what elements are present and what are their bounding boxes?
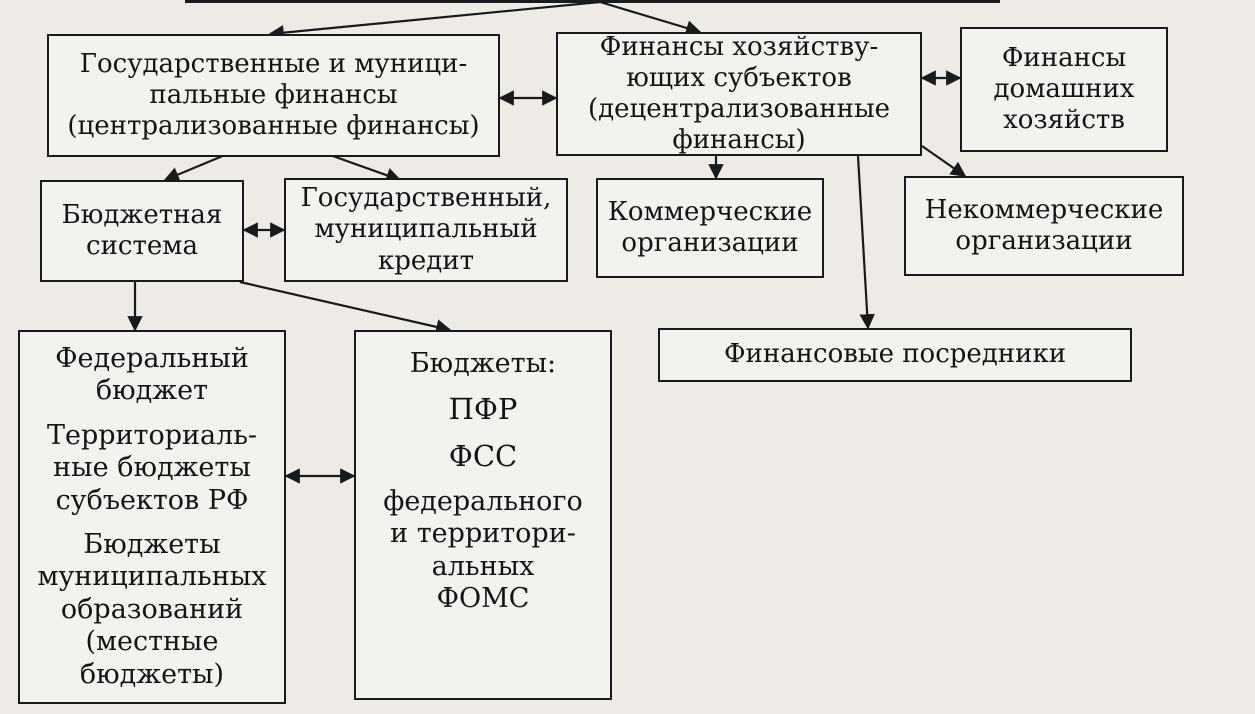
municipal-budget-line-1: Бюджеты [83,529,221,560]
state-credit-line-2: муниципальный [314,214,538,245]
household-finance-line-1: Финансы [1001,42,1127,73]
arrow-business-intermediaries [856,155,875,330]
gov-finance-line-1: Государственные и муници- [79,48,468,79]
municipal-budget-line-3: образований [60,593,244,625]
budget-system-line-1: Бюджетная [61,199,223,230]
state-credit-box: Государственный, муниципальный кредит [284,178,568,282]
arrow-business-noncommercial [921,145,967,177]
federal-budget-line-1: Федеральный [55,343,249,375]
commercial-orgs-line-2: организации [621,228,799,258]
noncommercial-orgs-line-1: Некоммерческие [924,194,1164,225]
arrow-top-to-gov [268,0,601,41]
intermediaries-box: Финансовые посредники [658,328,1132,382]
municipal-budget-line-5: бюджеты) [79,658,225,690]
territorial-budget-line-1: Территориаль- [46,419,258,451]
budget-system-box: Бюджетная система [40,180,244,282]
gov-finance-line-2: пальные финансы [149,79,398,110]
household-finance-box: Финансы домашних хозяйств [960,27,1168,152]
gov-finance-box: Государственные и муници- пальные финанс… [47,34,500,157]
noncommercial-orgs-box: Некоммерческие организации [904,176,1184,276]
business-finance-line-4: финансы) [672,125,806,156]
arrow-gov-credit [329,153,402,183]
foms-line-3: альных [431,550,535,582]
business-finance-line-3: (децентрализованные [587,94,891,124]
municipal-budget-line-4: (местные [85,626,219,658]
intermediaries-label: Финансовые посредники [723,339,1067,370]
left-budgets-box: Федеральный бюджет Территориаль- ные бюд… [18,330,286,704]
business-finance-box: Финансы хозяйству- ющих субъектов (децен… [556,32,922,156]
federal-budget-line-2: бюджет [95,375,209,407]
commercial-orgs-line-1: Коммерческие [607,196,813,227]
municipal-budget-line-2: муниципальных [37,561,267,593]
arrow-top-to-business [599,0,702,36]
state-credit-line-3: кредит [377,245,474,276]
budget-system-line-2: система [86,231,198,261]
fss-label: ФСС [448,439,518,474]
business-finance-line-1: Финансы хозяйству- [599,31,879,62]
foms-line-4: ФОМС [436,583,530,615]
arrow-gov-budget [163,153,226,182]
arrow-budget-right [239,280,452,335]
budgets-heading: Бюджеты: [409,348,557,379]
noncommercial-orgs-line-2: организации [955,226,1133,256]
household-finance-line-2: домашних [993,73,1135,104]
household-finance-line-3: хозяйств [1003,105,1125,136]
foms-line-1: федерального [383,485,583,517]
right-budgets-box: Бюджеты: ПФР ФСС федерального и территор… [354,330,612,700]
foms-line-2: и территори- [390,518,576,550]
top-connector-line [185,0,1000,3]
business-finance-line-2: ющих субъектов [626,62,852,93]
state-credit-line-1: Государственный, [300,183,552,214]
pfr-label: ПФР [448,392,518,427]
territorial-budget-line-3: субъектов РФ [55,484,249,516]
territorial-budget-line-2: ные бюджеты [53,452,251,484]
commercial-orgs-box: Коммерческие организации [596,178,824,278]
gov-finance-line-3: (централизованные финансы) [67,111,480,142]
